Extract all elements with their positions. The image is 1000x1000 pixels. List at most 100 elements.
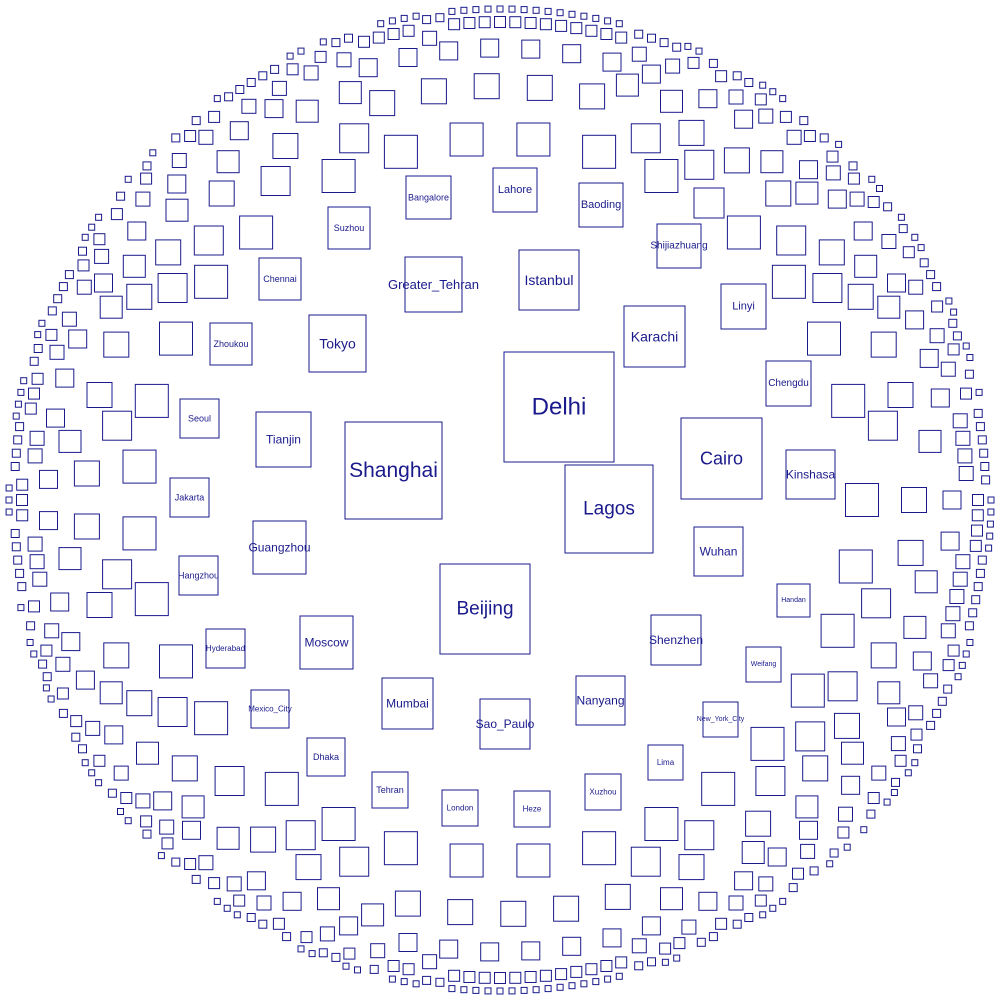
unlabeled-square: [388, 975, 396, 983]
unlabeled-square: [971, 524, 983, 537]
unlabeled-square: [568, 982, 576, 990]
unlabeled-square: [544, 7, 552, 15]
unlabeled-square: [600, 960, 613, 972]
city-label: Guangzhou: [248, 541, 310, 555]
unlabeled-square: [171, 755, 198, 782]
unlabeled-square: [120, 792, 133, 804]
unlabeled-square: [945, 297, 953, 305]
unlabeled-square: [803, 130, 816, 142]
unlabeled-square: [303, 65, 319, 81]
unlabeled-square: [838, 549, 873, 584]
unlabeled-square: [500, 900, 527, 927]
city-square-box: [647, 744, 684, 781]
unlabeled-square: [734, 871, 754, 891]
unlabeled-square: [68, 329, 88, 349]
unlabeled-square: [412, 12, 420, 20]
unlabeled-square: [897, 213, 905, 221]
unlabeled-square: [829, 848, 839, 858]
unlabeled-square: [78, 246, 87, 256]
unlabeled-square: [826, 150, 839, 163]
unlabeled-square: [695, 47, 703, 55]
city-label: Karachi: [631, 329, 678, 345]
unlabeled-square: [913, 744, 922, 754]
unlabeled-square: [339, 123, 370, 154]
unlabeled-square: [99, 681, 123, 705]
unlabeled-square: [286, 63, 299, 76]
unlabeled-square: [582, 831, 617, 866]
unlabeled-square: [955, 554, 971, 570]
unlabeled-square: [841, 741, 864, 765]
unlabeled-square: [171, 857, 181, 867]
unlabeled-square: [641, 64, 661, 84]
unlabeled-square: [923, 673, 939, 689]
unlabeled-square: [914, 570, 938, 594]
unlabeled-square: [127, 221, 147, 241]
unlabeled-square: [887, 707, 906, 727]
unlabeled-square: [945, 606, 961, 622]
unlabeled-square: [369, 90, 396, 117]
city-square-kinshasa: Kinshasa: [785, 449, 836, 500]
unlabeled-square: [986, 520, 994, 528]
unlabeled-square: [47, 306, 57, 316]
unlabeled-square: [932, 708, 942, 718]
city-label: Xuzhou: [589, 788, 616, 797]
unlabeled-square: [286, 52, 294, 60]
unlabeled-square: [556, 9, 564, 17]
unlabeled-square: [754, 894, 767, 907]
unlabeled-square: [947, 343, 960, 356]
city-square-heze: Heze: [513, 790, 551, 828]
unlabeled-square: [246, 78, 256, 87]
city-label: Bangalore: [408, 193, 449, 203]
unlabeled-square: [16, 478, 29, 491]
unlabeled-square: [116, 191, 126, 201]
unlabeled-square: [86, 592, 113, 618]
unlabeled-square: [631, 46, 647, 62]
unlabeled-square: [908, 705, 924, 721]
unlabeled-square: [159, 819, 175, 835]
unlabeled-square: [463, 971, 476, 983]
unlabeled-square: [342, 962, 350, 970]
city-label: Jakarta: [175, 493, 205, 503]
unlabeled-square: [11, 542, 21, 552]
city-label: Handan: [781, 597, 806, 604]
unlabeled-square: [13, 555, 23, 565]
unlabeled-square: [508, 5, 516, 13]
unlabeled-square: [903, 615, 927, 639]
unlabeled-square: [966, 354, 974, 361]
unlabeled-square: [734, 109, 754, 129]
city-label: Zhoukou: [213, 339, 248, 349]
city-square-box: [479, 698, 531, 750]
unlabeled-square: [387, 28, 400, 40]
unlabeled-square: [647, 957, 656, 967]
city-label: Delhi: [532, 394, 587, 421]
unlabeled-square: [75, 670, 95, 690]
city-square-box: [513, 790, 551, 828]
unlabeled-square: [387, 960, 400, 972]
unlabeled-square: [214, 766, 245, 796]
city-square-tehran: Tehran: [371, 771, 409, 809]
unlabeled-square: [977, 555, 987, 565]
unlabeled-square: [394, 890, 421, 917]
unlabeled-square: [447, 899, 474, 926]
unlabeled-square: [867, 410, 898, 441]
labeled-squares: DelhiShanghaiCairoLagosBeijingKarachiIst…: [169, 167, 836, 828]
unlabeled-square: [937, 696, 947, 706]
city-square-box: [255, 411, 312, 468]
unlabeled-square: [966, 639, 974, 646]
unlabeled-square: [383, 134, 418, 169]
unlabeled-square: [94, 248, 110, 264]
city-square-baoding: Baoding: [578, 182, 624, 228]
unlabeled-square: [26, 621, 36, 631]
unlabeled-square: [919, 258, 929, 268]
city-square-box: [381, 677, 434, 730]
unlabeled-square: [837, 826, 850, 839]
unlabeled-square: [5, 484, 13, 492]
unlabeled-square: [354, 966, 361, 974]
unlabeled-square: [460, 986, 468, 994]
unlabeled-square: [398, 48, 418, 67]
city-label: Mumbai: [386, 697, 429, 711]
unlabeled-square: [5, 496, 13, 504]
unlabeled-square: [17, 388, 25, 396]
unlabeled-square: [987, 508, 995, 516]
unlabeled-square: [758, 108, 774, 124]
